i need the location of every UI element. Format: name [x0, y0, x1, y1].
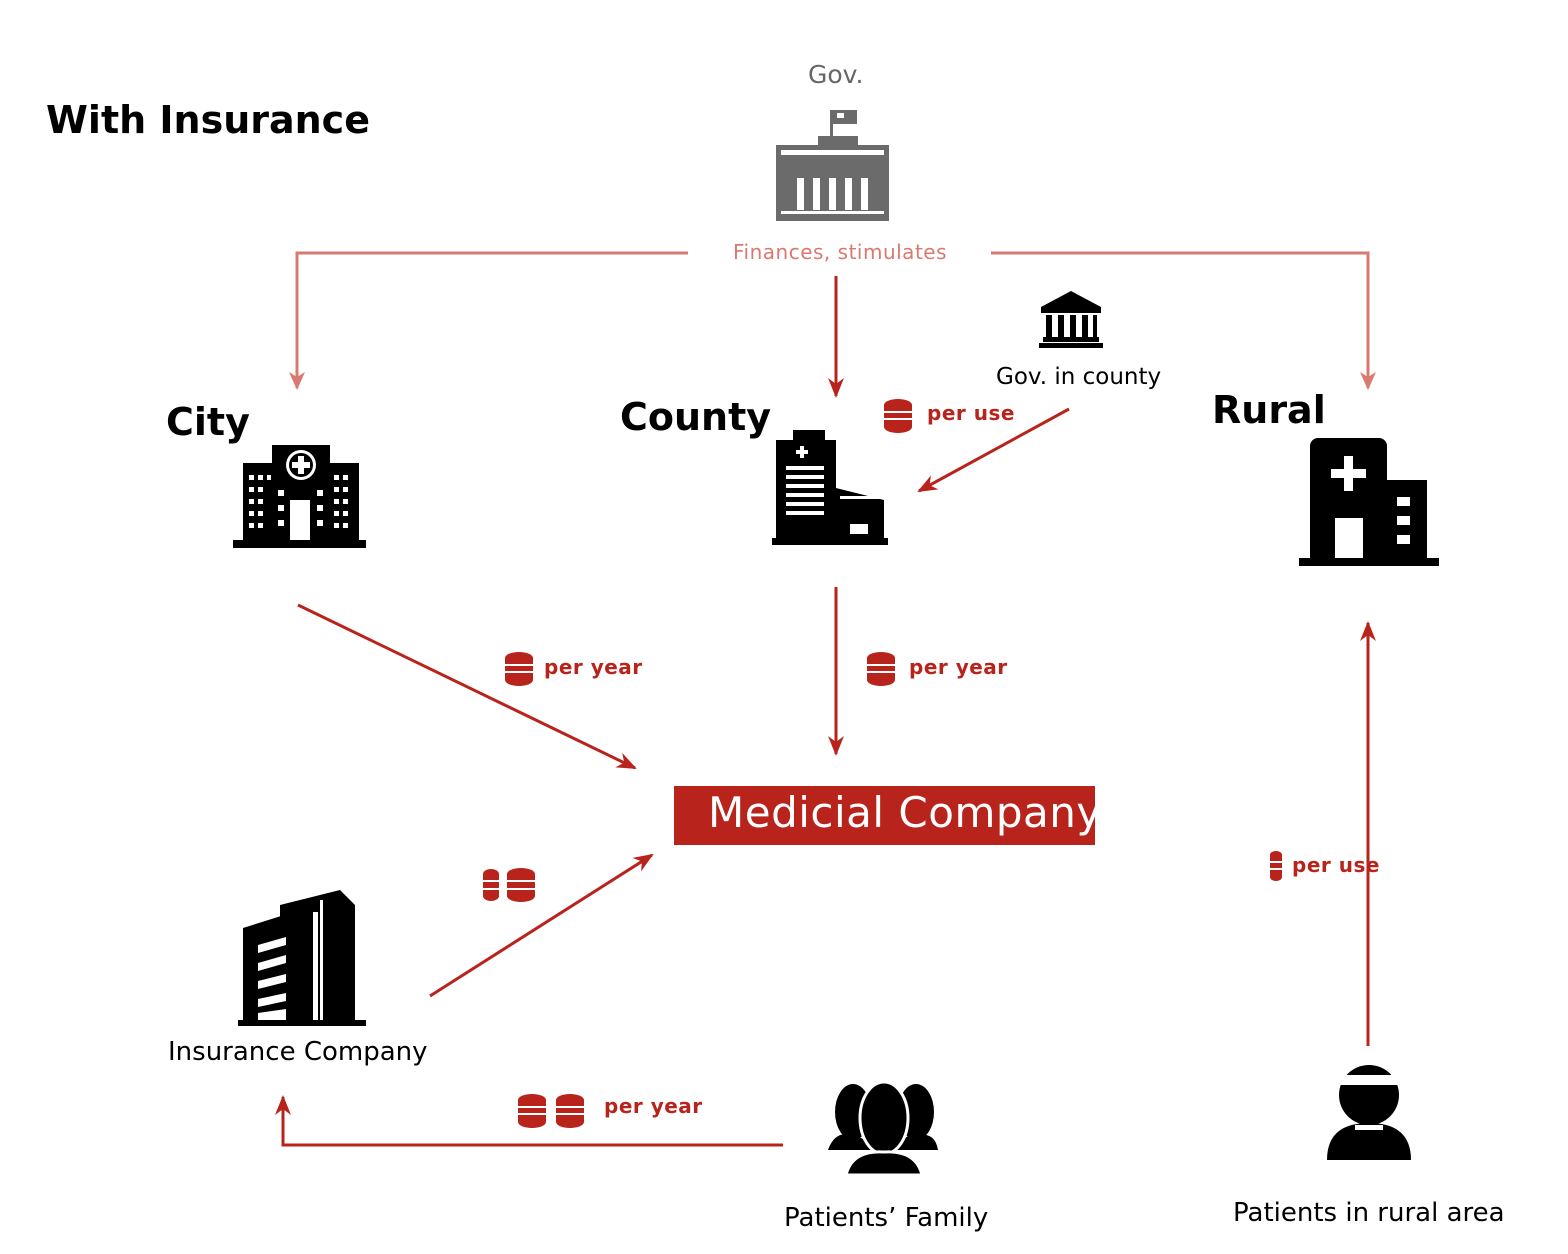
medical-company-label: Medicial Company	[708, 788, 1102, 837]
gov-to-city-line	[289, 251, 688, 390]
payment-label-per-use-rural: per use	[1292, 853, 1380, 877]
government-building-icon	[776, 110, 889, 221]
person-icon	[1327, 1065, 1411, 1160]
family-to-insurance-line	[275, 1095, 783, 1147]
county-label: County	[620, 395, 772, 439]
insurance-to-medical-line	[429, 853, 654, 998]
finances-label: Finances, stimulates	[733, 240, 948, 264]
patients-rural-label: Patients in rural area	[1233, 1198, 1505, 1228]
payment-label-per-year-family: per year	[604, 1094, 703, 1118]
city-to-medical-line	[297, 603, 637, 770]
coin-stack-icon	[1270, 851, 1282, 881]
coin-stack-icon	[505, 652, 533, 686]
rural-clinic-icon	[1299, 438, 1439, 566]
city-hospital-icon	[233, 445, 366, 548]
coin-stack-icon	[867, 652, 895, 686]
gov-to-rural-line	[991, 251, 1376, 390]
coin-stack-icon	[518, 1094, 584, 1128]
medical-company-box	[674, 786, 1095, 845]
office-building-icon	[238, 890, 366, 1026]
coin-stack-icon	[884, 399, 912, 433]
gov-label: Gov.	[808, 60, 864, 89]
bank-icon	[1039, 291, 1103, 348]
payment-label-per-year-county: per year	[909, 655, 1008, 679]
group-people-icon	[828, 1080, 938, 1177]
govcounty-to-county-line	[917, 407, 1070, 493]
payment-label-per-use-county: per use	[927, 401, 1015, 425]
patients-family-label: Patients’ Family	[784, 1203, 989, 1233]
payment-label-per-year-city: per year	[544, 655, 643, 679]
city-label: City	[166, 400, 250, 444]
rural-label: Rural	[1212, 388, 1326, 432]
coin-stack-icon	[483, 868, 535, 902]
insurance-company-label: Insurance Company	[168, 1037, 428, 1067]
county-hospital-icon	[772, 430, 888, 545]
page-title: With Insurance	[46, 98, 370, 142]
gov-in-county-label: Gov. in county	[996, 364, 1162, 390]
